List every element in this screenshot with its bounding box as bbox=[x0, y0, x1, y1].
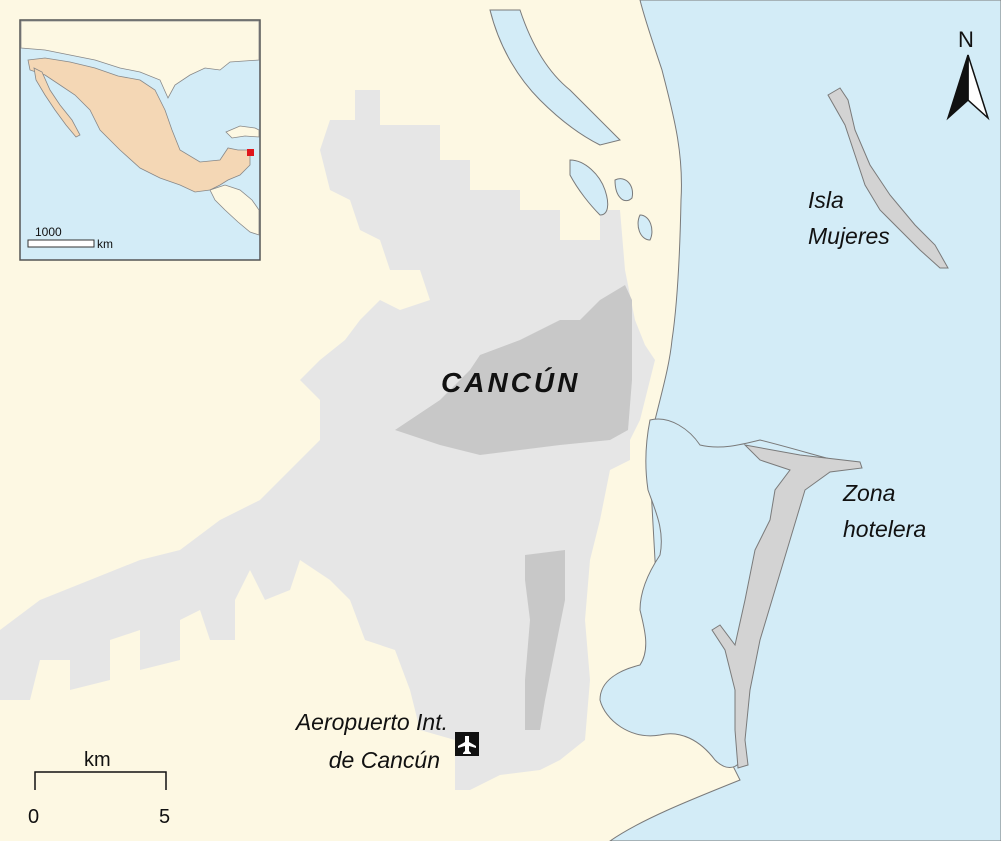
downtown-strip bbox=[525, 550, 565, 730]
downtown-area bbox=[395, 285, 632, 455]
inset-mexico bbox=[27, 57, 251, 193]
urban-area bbox=[0, 90, 655, 790]
airport-label-line1: Aeropuerto Int. bbox=[294, 709, 448, 735]
island-label-line2: Mujeres bbox=[808, 223, 890, 249]
zone-label-line1: Zona bbox=[842, 480, 895, 506]
inset-baja bbox=[33, 67, 81, 138]
svg-text:5: 5 bbox=[159, 806, 170, 828]
airport-label-line2: de Cancún bbox=[329, 747, 440, 773]
svg-text:1000: 1000 bbox=[35, 225, 62, 239]
svg-text:0: 0 bbox=[28, 806, 39, 828]
isla-mujeres bbox=[827, 87, 949, 269]
svg-text:N: N bbox=[958, 27, 974, 52]
inset-location-marker bbox=[247, 149, 254, 156]
island-label-line1: Isla bbox=[808, 187, 844, 213]
airport-icon bbox=[455, 732, 479, 756]
svg-text:km: km bbox=[84, 749, 111, 771]
inset-central-america bbox=[209, 184, 260, 236]
inset-usa bbox=[20, 20, 260, 99]
north-arrow: N bbox=[946, 27, 990, 121]
zone-label-line2: hotelera bbox=[843, 516, 926, 542]
lagoon-upper-2 bbox=[614, 178, 634, 202]
svg-text:km: km bbox=[97, 237, 113, 251]
lagoon-upper-3 bbox=[637, 214, 653, 241]
zona-hotelera-strip bbox=[711, 444, 863, 769]
lagoon-north bbox=[489, 9, 621, 146]
scale-bar: km 0 5 bbox=[28, 749, 170, 828]
inset-map: 1000 km bbox=[19, 19, 261, 261]
lagoon-upper-1 bbox=[569, 159, 609, 216]
lagoon-main bbox=[599, 418, 856, 768]
city-label: CANCÚN bbox=[441, 367, 580, 398]
inset-scale-bar bbox=[27, 239, 95, 248]
inset-cuba bbox=[225, 125, 260, 139]
